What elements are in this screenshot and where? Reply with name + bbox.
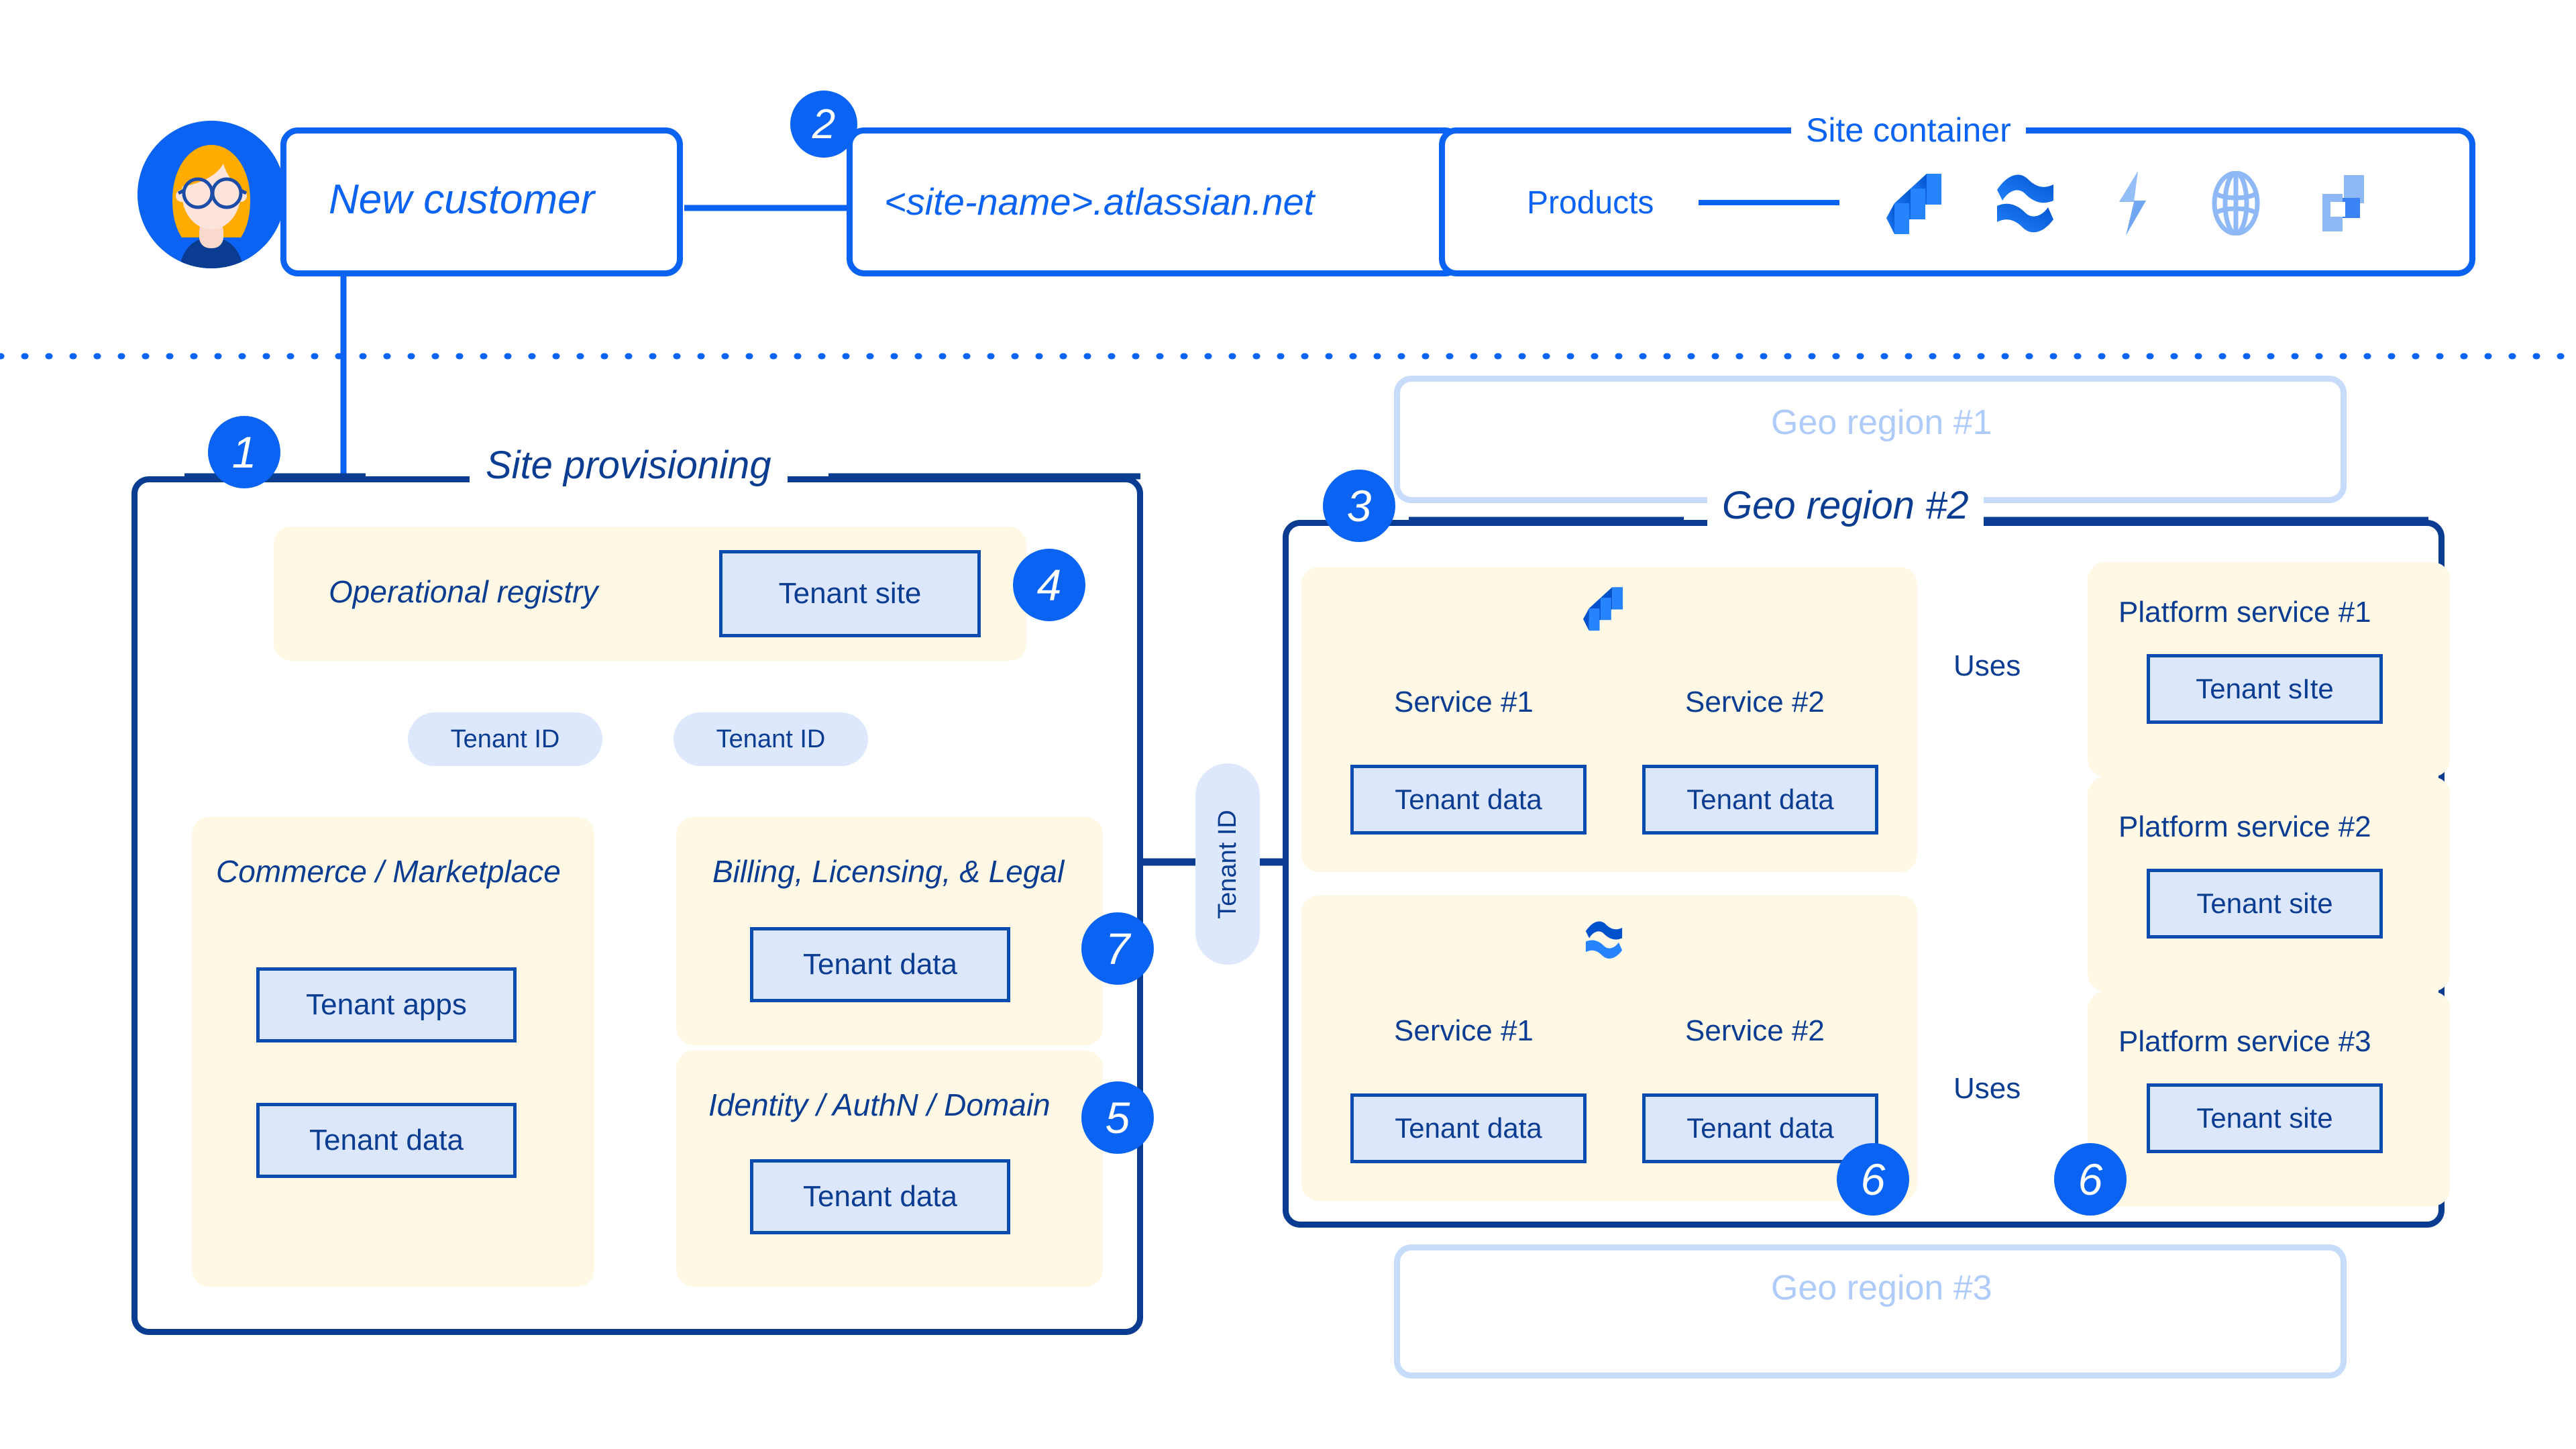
- product-icon-row: [1886, 168, 2369, 241]
- identity-tenant-data-box[interactable]: Tenant data: [750, 1159, 1010, 1234]
- jira-service-2-label: Service #2: [1685, 686, 1825, 718]
- jira-icon[interactable]: [1886, 171, 1944, 239]
- tenant-id-connector-label: Tenant ID: [1213, 809, 1242, 919]
- site-url-label: <site-name>.atlassian.net: [884, 180, 1315, 223]
- jira-service-2-store[interactable]: Tenant data: [1642, 765, 1878, 835]
- identity-authn-domain-title: Identity / AuthN / Domain: [708, 1087, 1051, 1122]
- compass-icon[interactable]: [2314, 171, 2369, 239]
- geo-region-3-title: Geo region #3: [1759, 1268, 2004, 1308]
- jira-service-management-icon[interactable]: [2106, 170, 2157, 239]
- site-url-panel[interactable]: [847, 127, 1462, 276]
- step-badge-6-left: 6: [1837, 1143, 1909, 1216]
- platform-service-1-title: Platform service #1: [2118, 596, 2371, 629]
- platform-service-1-store[interactable]: Tenant sIte: [2147, 654, 2383, 724]
- billing-licensing-legal-title: Billing, Licensing, & Legal: [712, 854, 1065, 889]
- geo-region-1-title: Geo region #1: [1759, 402, 2004, 443]
- step-badge-7: 7: [1081, 912, 1154, 985]
- site-container-title: Site container: [1791, 111, 2026, 150]
- commerce-tenant-apps-box[interactable]: Tenant apps: [256, 967, 517, 1042]
- new-customer-label: New customer: [329, 176, 595, 223]
- geo-region-3-panel: [1394, 1244, 2347, 1379]
- step-badge-4: 4: [1013, 549, 1085, 621]
- atlas-icon[interactable]: [2207, 170, 2265, 239]
- jira-service-1-label: Service #1: [1394, 686, 1534, 718]
- platform-service-2-title: Platform service #2: [2118, 810, 2371, 843]
- customer-avatar: [138, 121, 285, 268]
- tenant-id-pill-left: Tenant ID: [408, 712, 602, 766]
- commerce-tenant-data-box[interactable]: Tenant data: [256, 1103, 517, 1178]
- uses-label-top: Uses: [1953, 649, 2021, 682]
- step-badge-2: 2: [790, 91, 857, 158]
- geo-region-2-title: Geo region #2: [1707, 483, 1984, 528]
- commerce-marketplace-card: [192, 817, 594, 1287]
- confluence-service-1-label: Service #1: [1394, 1014, 1534, 1047]
- platform-service-2-store[interactable]: Tenant site: [2147, 869, 2383, 938]
- tenant-id-connector-pill: Tenant ID: [1195, 763, 1260, 965]
- jira-service-1-store[interactable]: Tenant data: [1350, 765, 1587, 835]
- step-badge-1: 1: [208, 416, 280, 488]
- new-customer-panel[interactable]: [280, 127, 683, 276]
- commerce-marketplace-title: Commerce / Marketplace: [216, 854, 561, 889]
- billing-tenant-data-box[interactable]: Tenant data: [750, 927, 1010, 1002]
- confluence-service-2-label: Service #2: [1685, 1014, 1825, 1047]
- confluence-service-1-store[interactable]: Tenant data: [1350, 1093, 1587, 1163]
- site-container-panel: [1439, 127, 2475, 276]
- operational-registry-title: Operational registry: [329, 574, 598, 609]
- products-label: Products: [1527, 185, 1654, 221]
- step-badge-6-right: 6: [2054, 1143, 2127, 1216]
- tenant-id-pill-right: Tenant ID: [674, 712, 868, 766]
- registry-tenant-site-box[interactable]: Tenant site: [719, 550, 981, 637]
- step-badge-5: 5: [1081, 1081, 1154, 1154]
- jira-icon-card: [1583, 585, 1625, 635]
- step-badge-3: 3: [1323, 470, 1395, 542]
- confluence-icon[interactable]: [1994, 171, 2056, 239]
- uses-label-bottom: Uses: [1953, 1072, 2021, 1105]
- platform-service-3-store[interactable]: Tenant site: [2147, 1083, 2383, 1153]
- site-provisioning-title: Site provisioning: [470, 443, 788, 488]
- platform-service-3-title: Platform service #3: [2118, 1025, 2371, 1058]
- confluence-icon-card: [1582, 919, 1626, 964]
- confluence-service-2-store[interactable]: Tenant data: [1642, 1093, 1878, 1163]
